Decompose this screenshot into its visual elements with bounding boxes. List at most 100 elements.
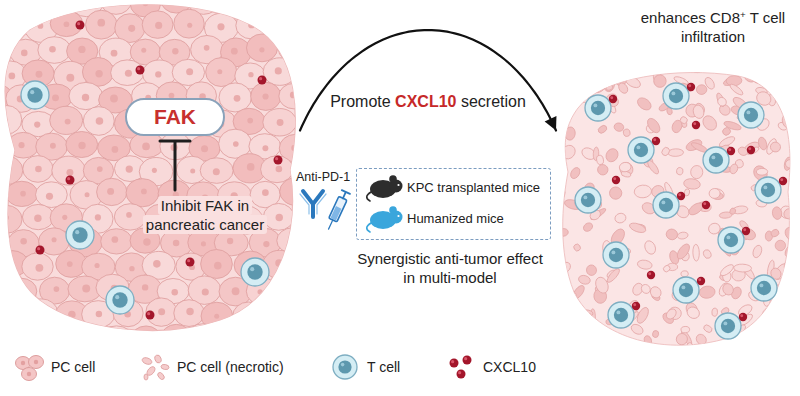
necrotic-fragment (675, 242, 692, 261)
necrotic-fragment (593, 275, 610, 295)
t-cell-highlight (593, 103, 597, 107)
pc-cell-nucleus (247, 118, 253, 124)
necrotic-fragment (756, 331, 771, 346)
cxcl10-highlight (147, 312, 150, 315)
necrotic-fragment (652, 35, 665, 47)
necrotic-fragment (628, 14, 640, 23)
pc-cell (0, 0, 7, 17)
t-cell-icon (241, 258, 269, 286)
cxcl10-dot (702, 201, 710, 209)
t-cell-icon (673, 277, 699, 303)
pc-cell-nucleus (78, 46, 85, 53)
necrotic-fragment (664, 307, 678, 321)
necrotic-fragment (784, 322, 795, 340)
t-cell-nucleus (757, 281, 771, 295)
pc-cell (218, 326, 251, 335)
pc-cell-nucleus (259, 47, 264, 52)
cxcl10-dot (66, 176, 75, 185)
pc-cell-nucleus (276, 23, 284, 31)
pc-cell (130, 132, 164, 157)
necrotic-fragment (637, 259, 653, 270)
pc-cell (219, 83, 251, 112)
necrotic-fragment (569, 75, 587, 94)
necrotic-fragment (757, 136, 768, 151)
pc-cell-nucleus (94, 263, 99, 268)
t-cell-icon (608, 302, 634, 328)
pc-cell-nucleus (126, 165, 133, 172)
pc-cell (250, 0, 283, 15)
necrotic-fragment (789, 62, 795, 72)
necrotic-fragment (744, 73, 756, 83)
pc-cell-nucleus (20, 191, 26, 197)
t-cell-nucleus (609, 248, 623, 262)
t-cell-icon (751, 275, 777, 301)
necrotic-fragment (582, 62, 592, 70)
necrotic-fragment (144, 374, 148, 380)
pc-cell-nucleus (227, 238, 233, 244)
cxcl10-highlight (698, 278, 701, 281)
pc-cell (0, 229, 11, 256)
t-cell-nucleus (709, 153, 723, 167)
necrotic-fragment (762, 315, 774, 327)
necrotic-fragment (782, 308, 795, 324)
necrotic-fragment (556, 328, 557, 342)
cxcl10-highlight (464, 357, 467, 360)
necrotic-fragment (558, 228, 569, 237)
necrotic-fragment (642, 39, 656, 58)
pc-cell (82, 58, 113, 87)
note-label-slot: Anti-PD-1 (296, 170, 350, 185)
pc-cell (263, 58, 296, 86)
necrotic-fragment (691, 0, 708, 8)
pc-cell-nucleus (262, 93, 268, 99)
pc-cell-nucleus (21, 0, 28, 5)
necrotic-fragment (556, 202, 557, 221)
pc-cell-nucleus (290, 91, 297, 98)
cxcl10-dot (450, 359, 459, 368)
necrotic-fragment (161, 364, 170, 370)
pc-cell-nucleus (186, 68, 193, 75)
necrotic-fragment (648, 43, 661, 56)
necrotic-fragment (687, 201, 705, 218)
pc-cell-nucleus (142, 143, 150, 151)
pc-cell-nucleus (232, 287, 240, 295)
necrotic-fragment (652, 330, 659, 338)
antibody-chain (300, 194, 326, 214)
necrotic-fragment (615, 63, 625, 80)
syringe-icon (324, 190, 349, 231)
mouse-tail (367, 192, 371, 201)
necrotic-fragment (560, 303, 576, 318)
pc-cell (70, 327, 102, 335)
note-label: Anti-PD-1 (296, 170, 350, 184)
necrotic-fragment (676, 167, 684, 176)
legend-text-slot: PC cell (51, 359, 95, 376)
cxcl10-highlight (678, 193, 681, 196)
pc-cell-nucleus (186, 308, 193, 315)
necrotic-fragment (791, 136, 795, 144)
necrotic-fragment (768, 348, 786, 352)
necrotic-fragment (752, 34, 764, 46)
pc-cell (263, 203, 294, 230)
necrotic-fragment (729, 0, 742, 5)
necrotic-fragment (779, 0, 788, 8)
pc-cell-nucleus (292, 287, 298, 293)
necrotic-fragment (611, 2, 629, 16)
necrotic-fragment (683, 178, 701, 190)
pc-cell-nucleus (276, 166, 283, 173)
pc-cell (0, 156, 23, 185)
model-box: KPC transplanted miceHumanized mice (356, 168, 551, 240)
necrotic-fragment (699, 285, 716, 299)
necrotic-cells (556, 0, 795, 352)
pc-cell (174, 300, 204, 327)
cxcl10-dot (609, 95, 617, 103)
necrotic-fragment (561, 63, 568, 76)
pc-cell-nucleus (95, 214, 101, 220)
pc-cell-nucleus (125, 70, 132, 77)
pc-cell (114, 204, 146, 230)
necrotic-fragment (628, 65, 644, 76)
necrotic-fragment (718, 348, 733, 352)
necrotic-fragment (679, 115, 689, 124)
cxcl10-highlight (653, 138, 656, 141)
necrotic-fragment (775, 293, 791, 307)
inhibition-symbol (160, 141, 190, 190)
necrotic-fragment (782, 225, 795, 244)
